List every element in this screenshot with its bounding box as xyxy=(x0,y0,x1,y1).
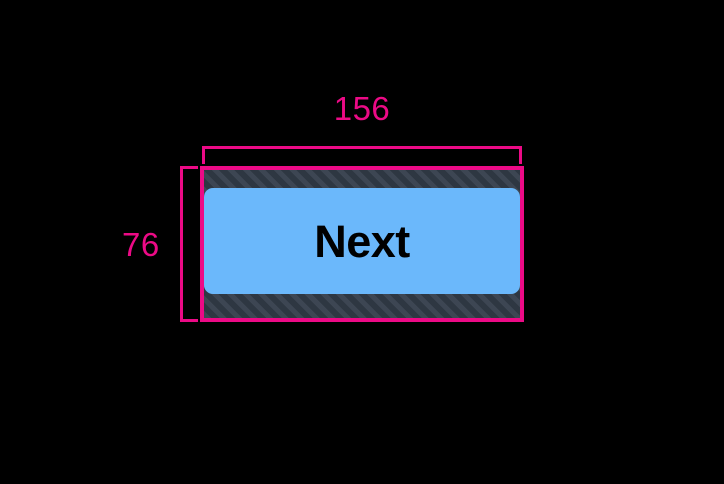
next-button-label: Next xyxy=(314,215,410,267)
height-dimension-label: 76 xyxy=(122,226,160,263)
width-dimension-bracket xyxy=(202,146,522,164)
next-button[interactable]: Next xyxy=(204,188,520,294)
selection-outline: Next xyxy=(200,166,524,322)
height-dimension-bracket xyxy=(180,166,198,322)
element-bounds-hatch: Next xyxy=(204,170,520,318)
width-dimension-label: 156 xyxy=(333,90,391,127)
